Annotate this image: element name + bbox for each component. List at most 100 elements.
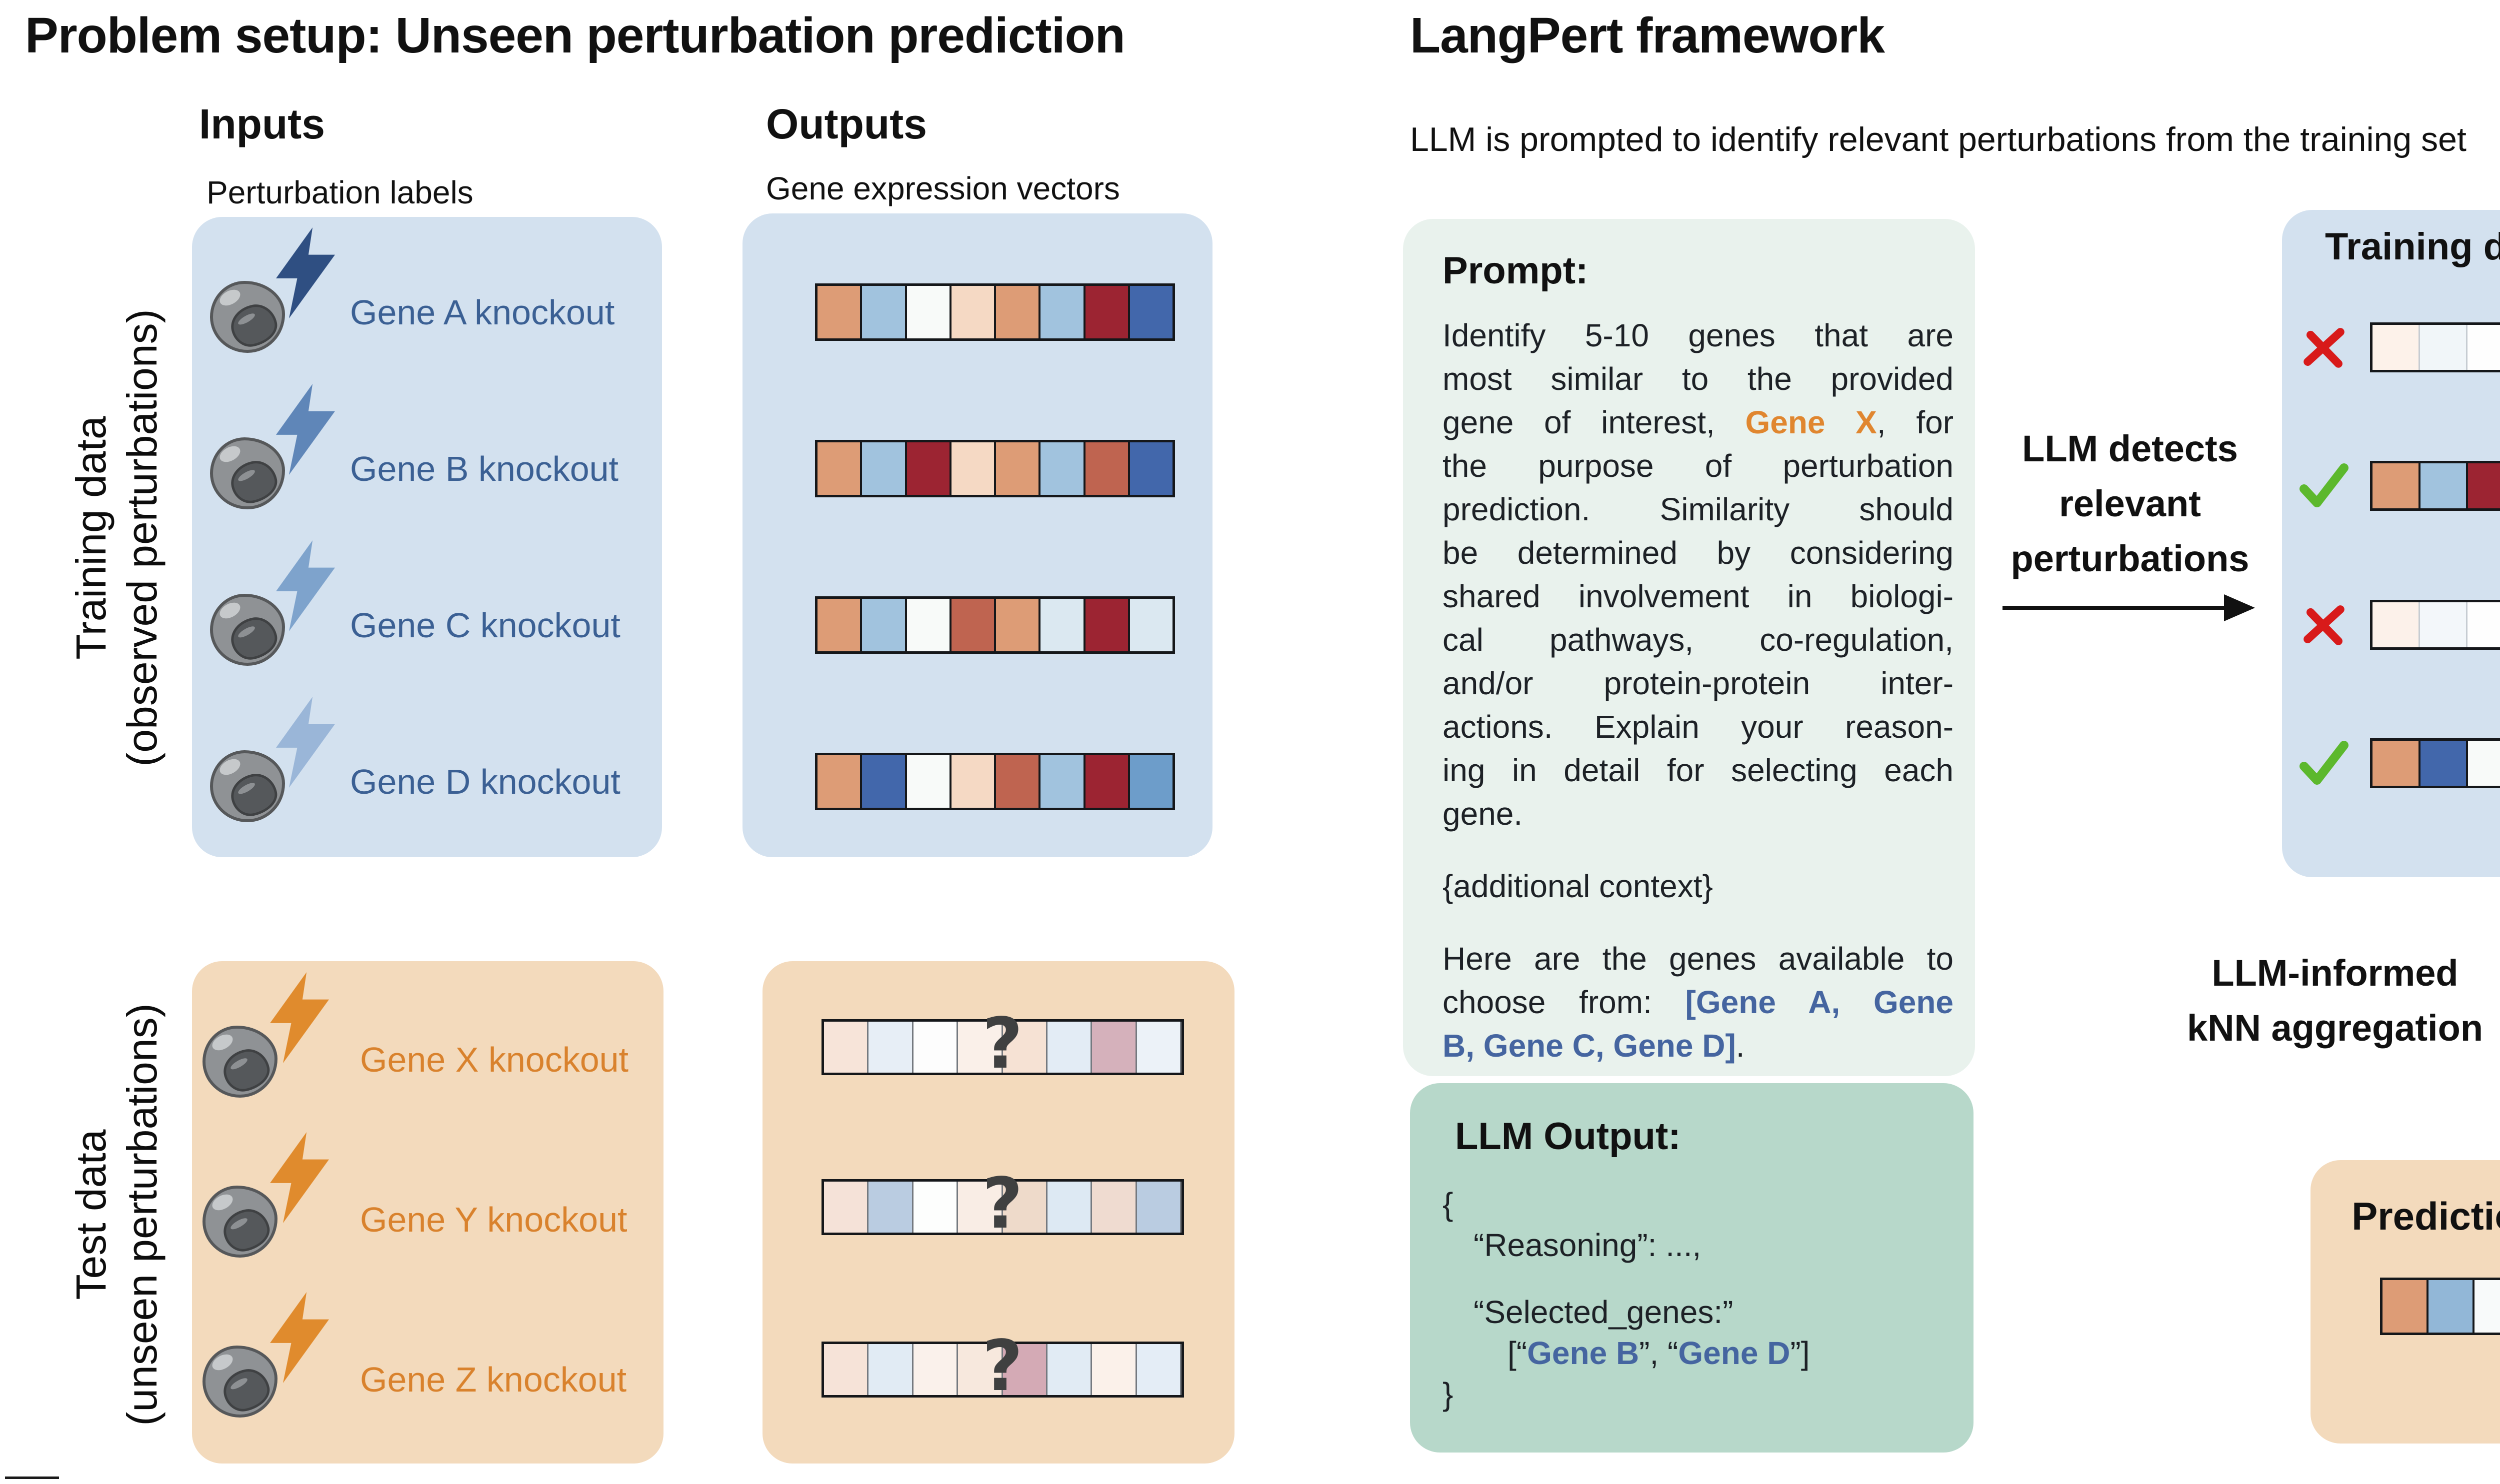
text-line: most similar to the provided bbox=[1442, 357, 1954, 401]
vector-cell bbox=[1085, 442, 1130, 495]
plain-text: “Reasoning”: ..., bbox=[1474, 1227, 1702, 1263]
vector-cell bbox=[1040, 442, 1086, 495]
cell-highlight bbox=[217, 599, 243, 622]
unknown-expression-vector-row bbox=[822, 1179, 1184, 1235]
expression-vector-row bbox=[815, 596, 1175, 654]
cell-nucleus bbox=[227, 613, 281, 663]
text-line: gene of interest, Gene X, for bbox=[1442, 401, 1954, 444]
vector-cell bbox=[913, 1022, 958, 1073]
text-line: be determined by considering bbox=[1442, 531, 1954, 575]
vector-cell bbox=[2468, 602, 2500, 647]
vector-cell bbox=[906, 286, 952, 338]
cell-highlight bbox=[210, 1191, 236, 1214]
text-line: “Selected_genes:” bbox=[1442, 1292, 1942, 1333]
cell-icon bbox=[202, 1186, 278, 1258]
vector-cell bbox=[2468, 463, 2500, 508]
vector-cell bbox=[1040, 755, 1086, 808]
vector-cell bbox=[2420, 741, 2468, 786]
text-line: cal pathways, co-regulation, bbox=[1442, 618, 1954, 662]
llm-output-box bbox=[1410, 1083, 1974, 1453]
cross-icon bbox=[2300, 601, 2348, 649]
vector-cell bbox=[824, 1022, 869, 1073]
vector-cell bbox=[1002, 1022, 1048, 1073]
training-side-label-line1: Training data bbox=[68, 416, 114, 660]
text-line: Here are the genes available to bbox=[1442, 937, 1954, 981]
predicted-expression-vector-row bbox=[2380, 1278, 2500, 1335]
nucleus-highlight bbox=[229, 1376, 249, 1392]
check-icon bbox=[2299, 461, 2348, 509]
vector-cell bbox=[1130, 286, 1172, 338]
llm-output-heading: LLM Output: bbox=[1455, 1115, 1681, 1158]
cell-nucleus bbox=[220, 1045, 274, 1095]
vector-cell bbox=[2372, 325, 2420, 370]
vector-cell bbox=[951, 442, 996, 495]
vector-cell bbox=[1085, 286, 1130, 338]
vector-cell bbox=[2372, 741, 2420, 786]
vector-cell bbox=[1136, 1022, 1182, 1073]
vector-cell bbox=[1047, 1344, 1092, 1395]
plain-text: be determined by considering bbox=[1442, 535, 1954, 571]
perturbation-label: Gene X knockout bbox=[360, 1040, 628, 1079]
vector-cell bbox=[862, 755, 907, 808]
plain-text: Here are the genes available to bbox=[1442, 941, 1954, 977]
vector-cell bbox=[818, 442, 862, 495]
llm-output-text: {“Reasoning”: ...,“Selected_genes:”[“Gen… bbox=[1442, 1184, 1942, 1415]
highlighted-gene-text: Gene D bbox=[1678, 1335, 1790, 1371]
vector-cell bbox=[862, 286, 907, 338]
test-side-label-line1: Test data bbox=[68, 1129, 114, 1300]
cross-icon bbox=[2300, 323, 2348, 371]
vector-cell bbox=[862, 599, 907, 651]
plain-text: ”] bbox=[1790, 1335, 1810, 1371]
vector-cell bbox=[2468, 741, 2500, 786]
vector-cell bbox=[868, 1022, 914, 1073]
prompt-heading: Prompt: bbox=[1442, 249, 1588, 292]
cell-icon bbox=[210, 750, 285, 822]
knn-label-line2: kNN aggregation bbox=[2186, 1007, 2484, 1049]
text-line: gene. bbox=[1442, 792, 1954, 836]
text-line: shared involvement in biologi- bbox=[1442, 575, 1954, 618]
detect-arrow-line bbox=[2002, 606, 2225, 610]
text-line: {additional context} bbox=[1442, 865, 1954, 908]
vector-cell bbox=[951, 755, 996, 808]
plain-text: } bbox=[1442, 1376, 1454, 1412]
text-gap bbox=[1442, 1266, 1942, 1292]
cell-nucleus bbox=[220, 1205, 274, 1255]
plain-text: choose from: bbox=[1442, 984, 1686, 1020]
vector-cell bbox=[913, 1182, 958, 1233]
plain-text: ing in detail for selecting each bbox=[1442, 752, 1954, 788]
vector-cell bbox=[996, 442, 1041, 495]
langpert-title: LangPert framework bbox=[1410, 7, 1885, 63]
cell-icon bbox=[210, 594, 285, 666]
plain-text: { bbox=[1442, 1186, 1454, 1222]
llm-detects-label: LLM detects relevant perturbations bbox=[2005, 421, 2255, 586]
plain-text: . bbox=[1736, 1028, 1745, 1064]
cropped-line-artifact bbox=[5, 1477, 59, 1479]
vector-cell bbox=[1040, 599, 1086, 651]
perturbation-label: Gene Z knockout bbox=[360, 1360, 627, 1399]
text-line: B, Gene C, Gene D]. bbox=[1442, 1024, 1954, 1068]
vector-cell bbox=[1130, 442, 1172, 495]
nucleus-highlight bbox=[236, 311, 256, 327]
text-line: and/or protein-protein inter- bbox=[1442, 662, 1954, 705]
vector-cell bbox=[996, 286, 1041, 338]
plain-text: cal pathways, co-regulation, bbox=[1442, 622, 1954, 658]
highlighted-gene-text: Gene B bbox=[1527, 1335, 1640, 1371]
training-data-heading: Training data bbox=[2325, 225, 2500, 268]
highlighted-gene-text: B, Gene C, Gene D] bbox=[1442, 1028, 1736, 1064]
perturbation-label: Gene D knockout bbox=[350, 762, 620, 801]
vector-cell bbox=[906, 755, 952, 808]
llm-detects-line1: LLM detects bbox=[2022, 428, 2238, 469]
cell-icon bbox=[202, 1346, 278, 1418]
plain-text: gene. bbox=[1442, 796, 1523, 832]
highlighted-gene-text: Gene X bbox=[1745, 404, 1877, 440]
vector-cell bbox=[1092, 1182, 1137, 1233]
vector-cell bbox=[2382, 1280, 2428, 1333]
langpert-subtitle: LLM is prompted to identify relevant per… bbox=[1410, 120, 2466, 158]
vector-cell bbox=[951, 286, 996, 338]
inputs-heading: Inputs bbox=[199, 100, 325, 147]
vector-cell bbox=[2468, 325, 2500, 370]
plain-text: the purpose of perturbation bbox=[1442, 448, 1954, 484]
vector-cell bbox=[1136, 1182, 1182, 1233]
vector-cell bbox=[1092, 1344, 1137, 1395]
